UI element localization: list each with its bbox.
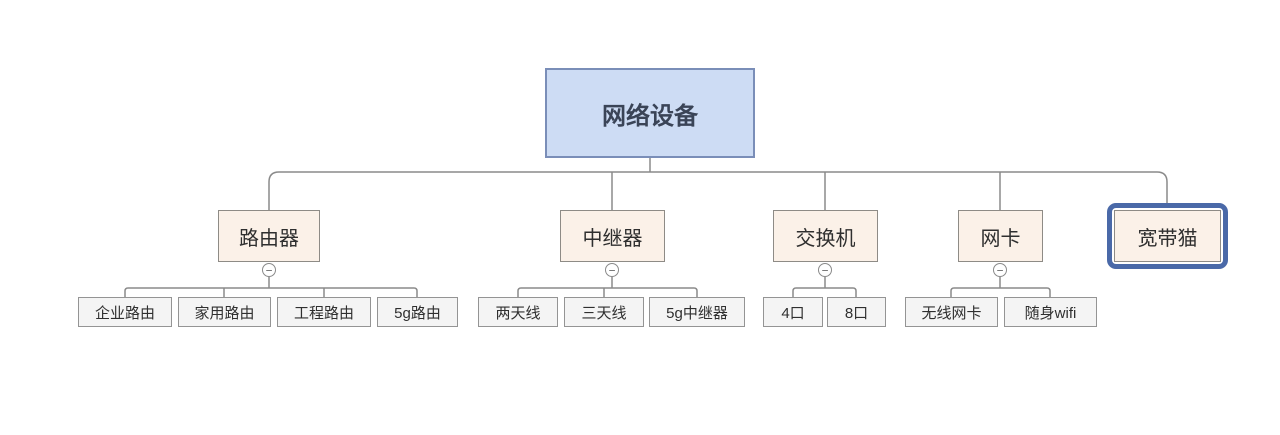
node-4-port[interactable]: 4口 bbox=[763, 297, 823, 327]
node-root-label: 网络设备 bbox=[602, 102, 698, 130]
leaf-label: 随身wifi bbox=[1024, 304, 1077, 322]
leaf-label: 8口 bbox=[844, 304, 869, 322]
leaf-label: 5g中继器 bbox=[666, 304, 728, 322]
leaf-label: 工程路由 bbox=[293, 304, 354, 322]
node-network-card-label: 网卡 bbox=[980, 227, 1021, 250]
node-5g-router[interactable]: 5g路由 bbox=[377, 297, 458, 327]
node-5g-repeater[interactable]: 5g中继器 bbox=[649, 297, 745, 327]
node-broadband-modem-label: 宽带猫 bbox=[1137, 227, 1198, 250]
leaf-label: 无线网卡 bbox=[921, 304, 982, 322]
leaf-label: 企业路由 bbox=[94, 304, 155, 322]
minus-circle-icon-repeater[interactable]: − bbox=[605, 263, 619, 277]
leaf-label: 4口 bbox=[781, 304, 805, 322]
node-root[interactable]: 网络设备 bbox=[545, 68, 755, 158]
node-two-antenna[interactable]: 两天线 bbox=[478, 297, 558, 327]
node-engineering-router[interactable]: 工程路由 bbox=[277, 297, 371, 327]
node-portable-wifi[interactable]: 随身wifi bbox=[1004, 297, 1097, 327]
node-repeater-label: 中继器 bbox=[582, 227, 643, 250]
minus-circle-icon-switch[interactable]: − bbox=[818, 263, 832, 277]
node-three-antenna[interactable]: 三天线 bbox=[564, 297, 644, 327]
leaf-label: 两天线 bbox=[495, 304, 541, 322]
node-broadband-modem[interactable]: 宽带猫 bbox=[1114, 210, 1221, 262]
leaf-label: 5g路由 bbox=[394, 304, 441, 322]
leaf-label: 三天线 bbox=[581, 304, 627, 322]
node-router[interactable]: 路由器 bbox=[218, 210, 320, 262]
minus-circle-icon-network-card[interactable]: − bbox=[993, 263, 1007, 277]
node-enterprise-router[interactable]: 企业路由 bbox=[78, 297, 172, 327]
node-router-label: 路由器 bbox=[239, 227, 299, 250]
node-repeater[interactable]: 中继器 bbox=[560, 210, 665, 262]
node-8-port[interactable]: 8口 bbox=[827, 297, 886, 327]
node-broadband-modem-selected[interactable]: 宽带猫 bbox=[1107, 203, 1228, 269]
node-network-card[interactable]: 网卡 bbox=[958, 210, 1043, 262]
minus-circle-icon-router[interactable]: − bbox=[262, 263, 276, 277]
node-wireless-nic[interactable]: 无线网卡 bbox=[905, 297, 998, 327]
node-switch[interactable]: 交换机 bbox=[773, 210, 878, 262]
node-home-router[interactable]: 家用路由 bbox=[178, 297, 271, 327]
node-switch-label: 交换机 bbox=[795, 227, 856, 250]
leaf-label: 家用路由 bbox=[194, 304, 255, 322]
